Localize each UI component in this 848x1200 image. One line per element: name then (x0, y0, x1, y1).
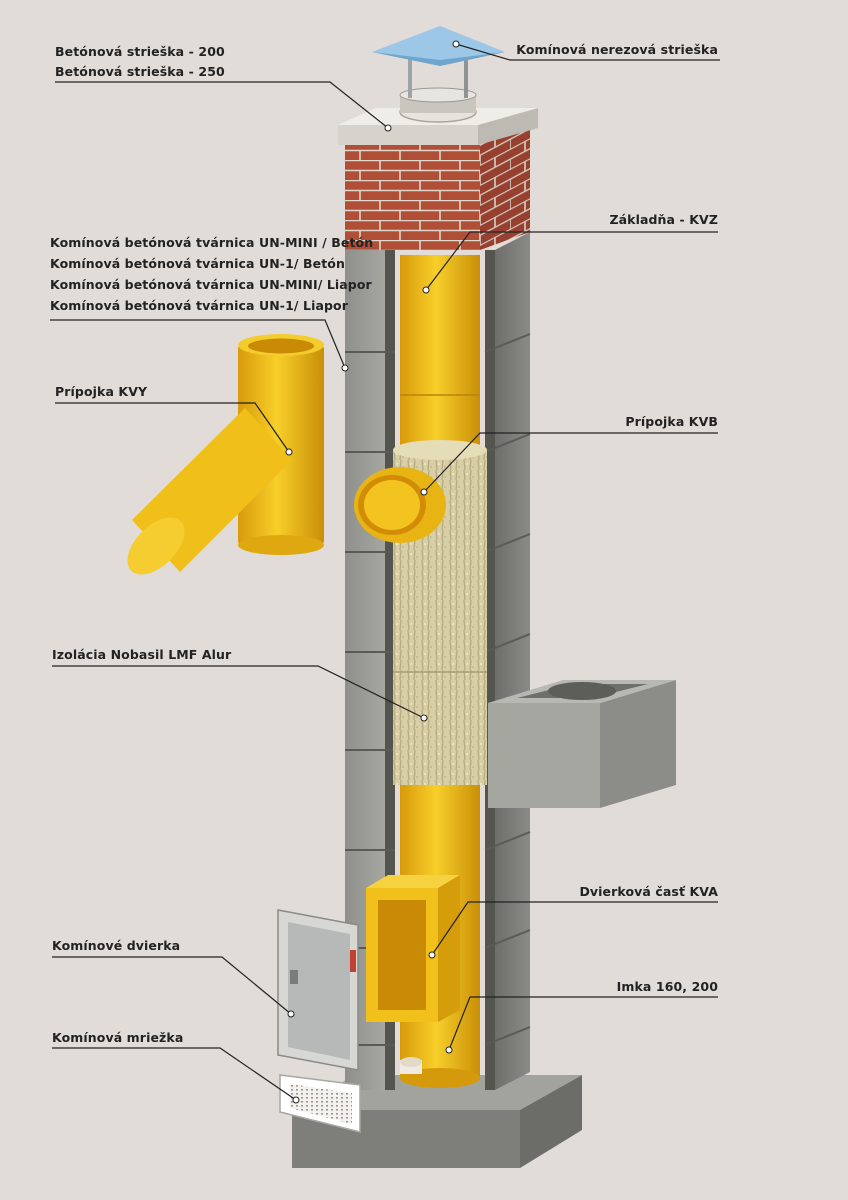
label-connector-kvb: Prípojka KVB (625, 414, 718, 429)
label-insulation: Izolácia Nobasil LMF Alur (52, 647, 232, 662)
label-socket: Imka 160, 200 (616, 979, 718, 994)
concrete-block-sample (488, 680, 676, 808)
brick-chimney-head (345, 125, 530, 250)
label-block-un-mini-beton: Komínová betónová tvárnica UN-MINI / Bet… (50, 235, 374, 250)
socket-stub (400, 1057, 422, 1074)
kva-door-section (366, 875, 460, 1022)
label-chimney-door: Komínové dvierka (52, 938, 181, 953)
chimney-grille (279, 1074, 361, 1133)
label-cap-250: Betónová strieška - 250 (55, 64, 225, 79)
leader-lines (50, 43, 720, 1101)
label-connector-kvy: Prípojka KVY (55, 384, 148, 399)
kvb-connector-stub (354, 467, 446, 543)
label-grille: Komínová mriežka (52, 1030, 184, 1045)
label-cap-200: Betónová strieška - 200 (55, 44, 225, 59)
stainless-rain-cap (372, 26, 505, 113)
label-stainless-cap: Komínová nerezová strieška (516, 42, 718, 57)
label-door-section-kva: Dvierková časť KVA (579, 884, 718, 899)
label-block-un-mini-liapor: Komínová betónová tvárnica UN-MINI/ Liap… (50, 277, 372, 292)
label-block-un-1-liapor: Komínová betónová tvárnica UN-1/ Liapor (50, 298, 348, 313)
chimney-door (277, 909, 359, 1071)
label-block-un-1-beton: Komínová betónová tvárnica UN-1/ Betón (50, 256, 345, 271)
label-base-kvz: Základňa - KVZ (609, 212, 718, 227)
leader-dots (285, 40, 460, 1104)
kvy-connector (127, 334, 324, 575)
